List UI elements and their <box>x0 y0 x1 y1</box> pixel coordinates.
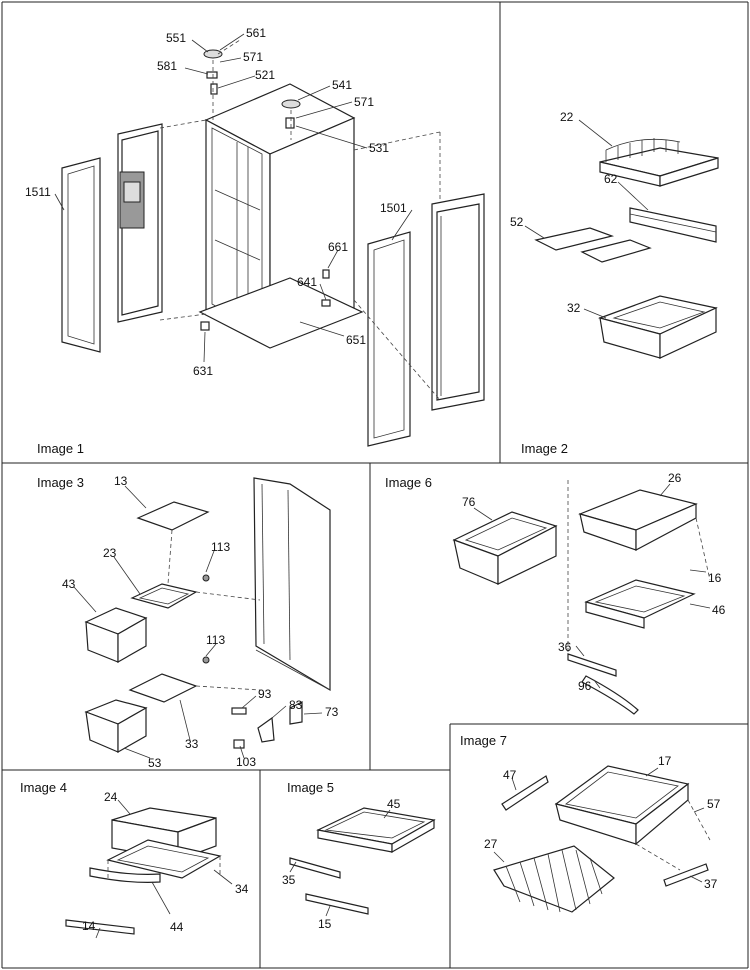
callout-651: 651 <box>346 333 366 347</box>
panel-title-6: Image 6 <box>385 475 432 490</box>
panel-title-2: Image 2 <box>521 441 568 456</box>
callout-15: 15 <box>318 917 332 931</box>
callout-33: 33 <box>185 737 199 751</box>
callout-531: 531 <box>369 141 389 155</box>
callout-661: 661 <box>328 240 348 254</box>
callout-37: 37 <box>704 877 718 891</box>
callout-1501: 1501 <box>380 201 407 215</box>
callout-36: 36 <box>558 640 572 654</box>
callout-22: 22 <box>560 110 574 124</box>
callout-43: 43 <box>62 577 76 591</box>
panel-title-1: Image 1 <box>37 441 84 456</box>
callout-62: 62 <box>604 172 618 186</box>
callout-551: 551 <box>166 31 186 45</box>
panel-title-7: Image 7 <box>460 733 507 748</box>
panel-5-callouts: 45 35 15 <box>282 797 401 931</box>
panel-3-callouts: 13 23 113 43 113 93 83 33 73 53 103 <box>62 474 339 770</box>
callout-571-top: 571 <box>243 50 263 64</box>
callout-561: 561 <box>246 26 266 40</box>
callout-113-top: 113 <box>211 540 230 554</box>
panel-1-callouts: 551 561 571 581 521 541 571 531 1511 150… <box>25 26 407 378</box>
panel-4-leaders <box>95 799 233 939</box>
callout-113-bottom: 113 <box>206 633 225 647</box>
panel-6-illustration <box>452 480 711 715</box>
callout-17: 17 <box>658 754 672 768</box>
callout-24: 24 <box>104 790 118 804</box>
callout-103: 103 <box>236 755 256 769</box>
panel-title-5: Image 5 <box>287 780 334 795</box>
panel-7-illustration <box>493 765 711 913</box>
callout-521: 521 <box>255 68 275 82</box>
callout-581: 581 <box>157 59 177 73</box>
panel-1-leaders <box>54 33 413 363</box>
callout-96: 96 <box>578 679 592 693</box>
panel-3-leaders <box>73 485 323 759</box>
callout-26: 26 <box>668 471 682 485</box>
panel-title-4: Image 4 <box>20 780 67 795</box>
panel-7-leaders <box>493 767 705 883</box>
panel-1-illustration <box>61 39 485 447</box>
callout-641: 641 <box>297 275 317 289</box>
callout-34: 34 <box>235 882 249 896</box>
callout-32: 32 <box>567 301 581 315</box>
callout-73: 73 <box>325 705 339 719</box>
callout-45: 45 <box>387 797 401 811</box>
panel-5-leaders <box>289 809 391 917</box>
panel-3-illustration <box>84 477 331 754</box>
callout-23: 23 <box>103 546 117 560</box>
panel-7-callouts: 47 17 57 27 37 <box>484 754 721 891</box>
panel-2-callouts: 22 62 52 32 <box>510 110 618 315</box>
panel-2-leaders <box>524 119 649 319</box>
callout-47: 47 <box>503 768 517 782</box>
callout-35: 35 <box>282 873 296 887</box>
callout-14: 14 <box>82 919 96 933</box>
callout-631: 631 <box>193 364 213 378</box>
callout-52: 52 <box>510 215 524 229</box>
panel-4-callouts: 24 34 14 44 <box>82 790 249 934</box>
callout-44: 44 <box>170 920 184 934</box>
callout-93: 93 <box>258 687 272 701</box>
callout-46: 46 <box>712 603 726 617</box>
callout-76: 76 <box>462 495 476 509</box>
panel-6-leaders <box>473 483 711 689</box>
panel-6-callouts: 26 76 16 46 36 96 <box>462 471 726 693</box>
callout-83: 83 <box>289 698 303 712</box>
callout-53: 53 <box>148 756 162 770</box>
panel-5-illustration <box>289 807 436 915</box>
callout-13: 13 <box>114 474 128 488</box>
callout-541: 541 <box>332 78 352 92</box>
panel-2-illustration <box>534 138 719 359</box>
panel-title-3: Image 3 <box>37 475 84 490</box>
callout-16: 16 <box>708 571 722 585</box>
panel-4-illustration <box>65 807 222 935</box>
callout-27: 27 <box>484 837 498 851</box>
callout-57: 57 <box>707 797 721 811</box>
callout-1511: 1511 <box>25 185 51 199</box>
callout-571-right: 571 <box>354 95 374 109</box>
